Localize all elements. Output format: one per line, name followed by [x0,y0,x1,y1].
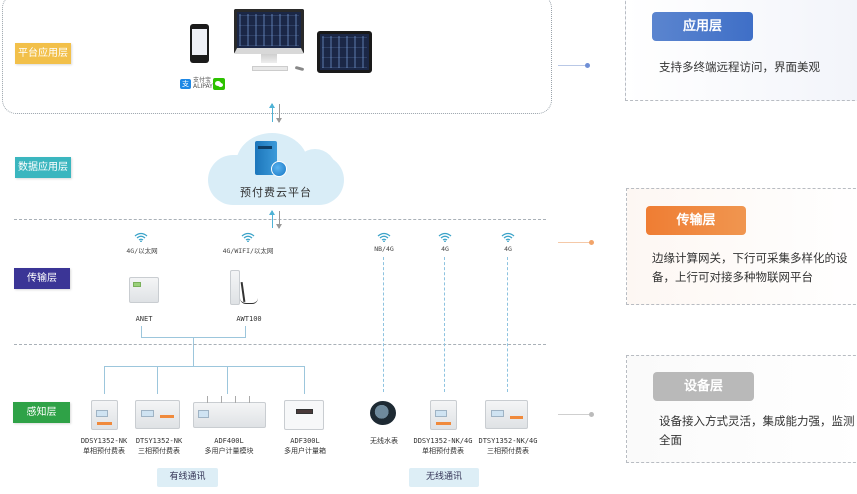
layer-label-transport: 传输层 [14,268,70,289]
gateway-awt100-device [230,270,240,305]
meter-ddsy1352-nk-4g [430,400,457,430]
meter-box-adf300l [284,400,324,430]
arrow-down-icon [276,104,282,123]
card-pointer-dot [589,412,594,417]
meter-ddsy1352-nk [91,400,118,430]
device-desc: 单相预付费表 [422,447,464,455]
device-desc: 三相预付费表 [138,447,180,455]
wireless-link-line [383,257,384,392]
wireless-link-label: 4G [441,245,449,253]
wireless-link-label: 4G [504,245,512,253]
water-meter-icon [370,401,396,425]
divider-line [14,344,546,345]
card-title-application: 应用层 [652,12,753,41]
card-pointer-line [558,65,586,66]
device-model: DTSY1352-NK/4G [478,437,538,445]
meter-dtsy1352-nk-4g [485,400,528,429]
alipay-label: 支付宝 ALIPAY [193,77,213,90]
gateway-trunk [193,338,194,366]
tablet-icon [317,31,372,73]
alipay-icon: 支 [180,79,191,89]
platform-layer-frame [2,0,552,114]
wired-drop [157,366,158,394]
wired-bus [104,366,305,394]
device-model: DDSY1352-NK/4G [413,437,473,445]
wifi-icon [241,232,255,242]
wired-drop [227,366,228,394]
layer-label-platform: 平台应用层 [15,43,71,64]
device-model: 无线水表 [370,437,398,445]
adf400l-cables [203,396,259,403]
device-model: ADF400L [214,437,244,445]
card-pointer-line [558,242,590,243]
card-text-transport: 边缘计算网关，下行可采集多样化的设备，上行可对接多种物联网平台 [652,251,848,284]
layer-label-data: 数据应用层 [15,157,71,178]
wireless-link-label: NB/4G [374,245,394,253]
wifi-icon [438,232,452,242]
gateway-connector [141,326,246,338]
device-desc: 多用户计量模块 [204,447,254,455]
gateway-name: ANET [135,315,153,323]
card-text-device: 设备接入方式灵活，集成能力强，监测全面 [659,414,855,447]
gateway-network-label: 4G/以太网 [126,247,158,255]
card-pointer-dot [589,240,594,245]
device-model: DTSY1352-NK [135,437,183,445]
meter-dtsy1352-nk [135,400,180,429]
wireless-link-line [507,257,508,392]
phone-icon [190,24,209,63]
meter-adf400l [193,402,266,428]
gateway-name: AWT100 [236,315,262,323]
card-title-transport: 传输层 [646,206,746,235]
globe-icon [271,161,287,177]
arrow-down-icon [276,211,282,229]
wifi-icon [134,232,148,242]
gateway-anet-device [129,277,159,303]
device-desc: 三相预付费表 [487,447,529,455]
keyboard-icon [252,66,288,71]
cloud-platform-label: 预付费云平台 [240,186,312,199]
desktop-monitor-icon [234,9,304,54]
gateway-network-label: 4G/WIFI/以太网 [222,247,274,255]
device-model: ADF300L [290,437,320,445]
wechat-icon [213,78,225,90]
antenna-cable [240,298,258,304]
wifi-icon [377,232,391,242]
wireless-comm-badge: 无线通讯 [409,468,479,487]
card-title-device: 设备层 [653,372,754,401]
arrow-up-icon [269,210,275,228]
card-pointer-dot [585,63,590,68]
wired-comm-badge: 有线通讯 [157,468,218,487]
device-desc: 单相预付费表 [83,447,125,455]
card-text-application: 支持多终端远程访问，界面美观 [659,60,820,74]
divider-line [14,219,546,220]
wireless-link-line [444,257,445,392]
layer-label-sensing: 感知层 [13,402,70,423]
arrow-up-icon [269,103,275,122]
wifi-icon [501,232,515,242]
device-model: DDSY1352-NK [80,437,128,445]
card-pointer-line [558,414,590,415]
monitor-stand [261,54,277,63]
device-desc: 多用户计量箱 [284,447,326,455]
